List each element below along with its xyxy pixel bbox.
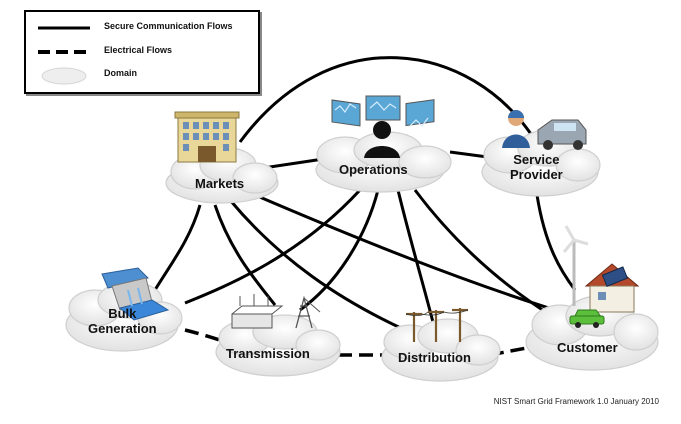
legend-item-domain: Domain [26, 65, 258, 85]
hydro-dam-icon [101, 267, 170, 321]
legend-label-electrical: Electrical Flows [104, 45, 173, 55]
domain-label-markets: Markets [195, 176, 245, 191]
cloud-operations [315, 131, 452, 193]
substation-icon [231, 294, 321, 329]
legend-label-domain: Domain [104, 68, 138, 78]
domain-clouds [65, 129, 659, 382]
domain-label-bulk-generation: Bulk Generation [88, 306, 157, 336]
cloud-distribution [381, 318, 501, 382]
flow-serviceprovider-customer [535, 194, 577, 291]
legend-item-electrical: Electrical Flows [26, 42, 258, 62]
cloud-swatch [41, 67, 87, 85]
domain-label-service-provider: Service Provider [510, 152, 563, 182]
domain-label-operations: Operations [339, 162, 408, 177]
domain-label-customer: Customer [557, 340, 618, 355]
source-caption: NIST Smart Grid Framework 1.0 January 20… [493, 397, 659, 406]
legend-label-secure: Secure Communication Flows [104, 21, 233, 31]
flow-operations-bulkgeneration [184, 188, 362, 305]
utility-poles-icon [405, 308, 469, 342]
flow-operations-customer [413, 189, 556, 320]
flow-markets-distribution [228, 199, 406, 332]
flow-operations-distribution [396, 189, 437, 331]
operator-monitors-icon [331, 95, 435, 158]
flow-markets-customer [254, 193, 556, 312]
flow-operations-transmission [299, 189, 380, 312]
domain-label-transmission: Transmission [226, 346, 310, 361]
cloud-customer [525, 295, 659, 371]
flow-markets-serviceprovider [238, 56, 537, 143]
cloud-transmission [215, 314, 341, 377]
house-wind-solar-ev-icon [562, 225, 640, 328]
dashed-line-swatch [38, 50, 90, 54]
building-icon [174, 111, 240, 163]
legend-item-secure: Secure Communication Flows [26, 18, 258, 38]
legend: Secure Communication Flows Electrical Fl… [24, 10, 260, 94]
secure-communication-flows [153, 56, 577, 332]
flow-markets-transmission [213, 204, 277, 306]
technician-truck-icon [502, 110, 587, 150]
solid-line-swatch [38, 26, 90, 30]
flow-markets-bulkgeneration [153, 204, 202, 291]
domain-label-distribution: Distribution [398, 350, 471, 365]
